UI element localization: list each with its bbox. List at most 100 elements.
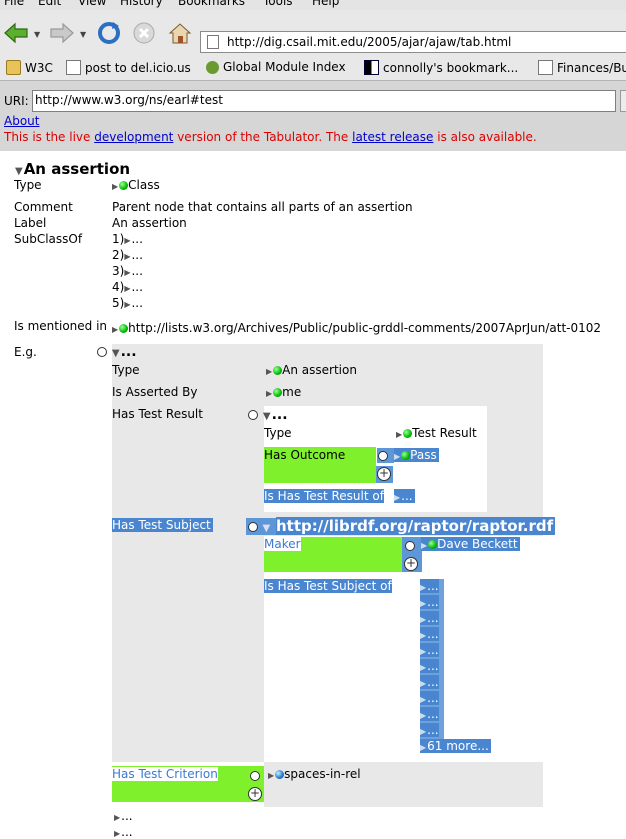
subclass-item[interactable]: 5)▶... bbox=[112, 296, 143, 310]
more-items-link[interactable]: ▶61 more... bbox=[420, 739, 491, 753]
collapsed-triangle-icon[interactable]: ▶ bbox=[124, 268, 131, 277]
expand-triangle-icon[interactable]: ▼ bbox=[262, 523, 271, 534]
menu-view[interactable]: View bbox=[78, 0, 107, 8]
criterion-value[interactable]: ▶spaces-in-rel bbox=[268, 767, 361, 781]
result-type-value[interactable]: ▶Test Result bbox=[396, 426, 477, 440]
menu-bookmarks[interactable]: Bookmarks bbox=[178, 0, 246, 8]
maker-select[interactable] bbox=[405, 539, 415, 553]
collapsed-triangle-icon[interactable]: ▶ bbox=[268, 771, 275, 780]
collapsed-triangle-icon[interactable]: ▶ bbox=[114, 813, 121, 822]
select-ring-icon[interactable] bbox=[97, 347, 107, 357]
example-item[interactable]: ▶... bbox=[114, 825, 133, 839]
collapsed-triangle-icon[interactable]: ▶ bbox=[394, 493, 401, 502]
collapsed-triangle-icon[interactable]: ▶ bbox=[420, 727, 427, 736]
subclass-item[interactable]: 3)▶... bbox=[112, 264, 143, 278]
development-link[interactable]: development bbox=[94, 130, 174, 144]
forward-dropdown-icon[interactable]: ▼ bbox=[80, 30, 87, 39]
back-button[interactable] bbox=[2, 19, 30, 47]
eg-type-value[interactable]: ▶An assertion bbox=[266, 363, 357, 377]
collapsed-triangle-icon[interactable]: ▶ bbox=[420, 647, 427, 656]
example-item[interactable]: ▶... bbox=[114, 809, 133, 823]
menu-edit[interactable]: Edit bbox=[38, 0, 62, 8]
bookmark-finances[interactable]: Finances/Bu bbox=[538, 60, 626, 75]
expand-triangle-icon[interactable]: ▼ bbox=[15, 166, 23, 177]
collapsed-triangle-icon[interactable]: ▶ bbox=[112, 182, 119, 191]
collapsed-triangle-icon[interactable]: ▶ bbox=[266, 367, 273, 376]
collapsed-triangle-icon[interactable]: ▶ bbox=[420, 631, 427, 640]
criterion-select[interactable] bbox=[250, 769, 260, 783]
inverse-subject-item[interactable]: ▶... bbox=[420, 675, 439, 689]
select-ring-icon[interactable] bbox=[248, 522, 258, 532]
bookmark-connolly[interactable]: connolly's bookmark... bbox=[364, 60, 518, 75]
collapsed-triangle-icon[interactable]: ▶ bbox=[420, 679, 427, 688]
expand-triangle-icon[interactable]: ▼ bbox=[111, 348, 120, 359]
latest-release-link[interactable]: latest release bbox=[352, 130, 434, 144]
collapsed-triangle-icon[interactable]: ▶ bbox=[420, 695, 427, 704]
inverse-subject-item[interactable]: ▶... bbox=[420, 707, 439, 721]
inverse-subject-item[interactable]: ▶... bbox=[420, 723, 439, 737]
select-ring-icon[interactable] bbox=[250, 771, 260, 781]
menu-help[interactable]: Help bbox=[312, 0, 340, 8]
inverse-subject-item[interactable]: ▶... bbox=[420, 691, 439, 705]
expand-triangle-icon[interactable]: ▼ bbox=[262, 411, 271, 422]
collapsed-triangle-icon[interactable]: ▶ bbox=[420, 743, 427, 752]
test-result-node[interactable]: ▼... bbox=[248, 407, 288, 423]
collapsed-triangle-icon[interactable]: ▶ bbox=[420, 599, 427, 608]
example-node[interactable]: ▼... bbox=[97, 344, 137, 360]
menu-file[interactable]: File bbox=[4, 0, 25, 8]
bookmark-w3c[interactable]: W3C bbox=[6, 60, 53, 75]
inverse-subject-item[interactable]: ▶... bbox=[420, 579, 439, 593]
outcome-select[interactable] bbox=[378, 449, 388, 463]
menu-tools[interactable]: Tools bbox=[263, 0, 293, 8]
test-subject-url[interactable]: http://librdf.org/raptor/raptor.rdf bbox=[276, 517, 556, 535]
mentioned-value[interactable]: ▶http://lists.w3.org/Archives/Public/pub… bbox=[112, 321, 601, 335]
select-ring-icon[interactable] bbox=[248, 410, 258, 420]
select-ring-icon[interactable] bbox=[378, 451, 388, 461]
collapsed-triangle-icon[interactable]: ▶ bbox=[124, 300, 131, 309]
add-button[interactable]: + bbox=[404, 556, 418, 571]
subclass-item[interactable]: 2)▶... bbox=[112, 248, 143, 262]
inverse-result-value[interactable]: ▶... bbox=[394, 489, 415, 503]
bookmark-module-index[interactable]: Global Module Index bbox=[206, 60, 346, 74]
select-ring-icon[interactable] bbox=[405, 541, 415, 551]
collapsed-triangle-icon[interactable]: ▶ bbox=[421, 541, 428, 550]
inverse-subject-item[interactable]: ▶... bbox=[420, 643, 439, 657]
uri-input[interactable]: http://www.w3.org/ns/earl#test bbox=[32, 90, 616, 112]
inverse-subject-item[interactable]: ▶... bbox=[420, 611, 439, 625]
url-bar[interactable]: http://dig.csail.mit.edu/2005/ajar/ajaw/… bbox=[200, 31, 626, 53]
maker-value[interactable]: ▶Dave Beckett bbox=[421, 537, 520, 551]
type-value[interactable]: ▶Class bbox=[112, 178, 160, 192]
collapsed-triangle-icon[interactable]: ▶ bbox=[420, 711, 427, 720]
collapsed-triangle-icon[interactable]: ▶ bbox=[420, 615, 427, 624]
subclass-item[interactable]: 1)▶... bbox=[112, 232, 143, 246]
collapsed-triangle-icon[interactable]: ▶ bbox=[124, 252, 131, 261]
collapsed-triangle-icon[interactable]: ▶ bbox=[266, 389, 273, 398]
collapsed-triangle-icon[interactable]: ▶ bbox=[420, 663, 427, 672]
collapsed-triangle-icon[interactable]: ▶ bbox=[396, 430, 403, 439]
asserted-by-value[interactable]: ▶me bbox=[266, 385, 301, 399]
subject-title[interactable]: ▼An assertion bbox=[15, 160, 130, 178]
inverse-subject-item[interactable]: ▶... bbox=[420, 627, 439, 641]
back-dropdown-icon[interactable]: ▼ bbox=[34, 30, 41, 39]
menu-history[interactable]: History bbox=[120, 0, 163, 8]
bookmark-delicious[interactable]: post to del.icio.us bbox=[66, 60, 191, 75]
uri-go-button[interactable] bbox=[620, 90, 626, 112]
subclass-item[interactable]: 4)▶... bbox=[112, 280, 143, 294]
add-button[interactable]: + bbox=[248, 786, 262, 801]
inverse-subject-item[interactable]: ▶... bbox=[420, 659, 439, 673]
stop-button[interactable] bbox=[130, 19, 158, 47]
add-button[interactable]: + bbox=[377, 466, 391, 481]
collapsed-triangle-icon[interactable]: ▶ bbox=[114, 829, 121, 838]
collapsed-triangle-icon[interactable]: ▶ bbox=[394, 452, 401, 461]
collapsed-triangle-icon[interactable]: ▶ bbox=[124, 284, 131, 293]
collapsed-triangle-icon[interactable]: ▶ bbox=[124, 236, 131, 245]
reload-button[interactable] bbox=[95, 19, 123, 47]
inverse-subject-item[interactable]: ▶... bbox=[420, 595, 439, 609]
outcome-value[interactable]: ▶Pass bbox=[394, 448, 439, 462]
forward-button[interactable] bbox=[48, 19, 76, 47]
test-subject-node[interactable]: ▼ bbox=[248, 519, 271, 535]
about-link[interactable]: About bbox=[4, 114, 40, 128]
home-button[interactable] bbox=[166, 19, 194, 47]
collapsed-triangle-icon[interactable]: ▶ bbox=[420, 583, 427, 592]
collapsed-triangle-icon[interactable]: ▶ bbox=[112, 325, 119, 334]
